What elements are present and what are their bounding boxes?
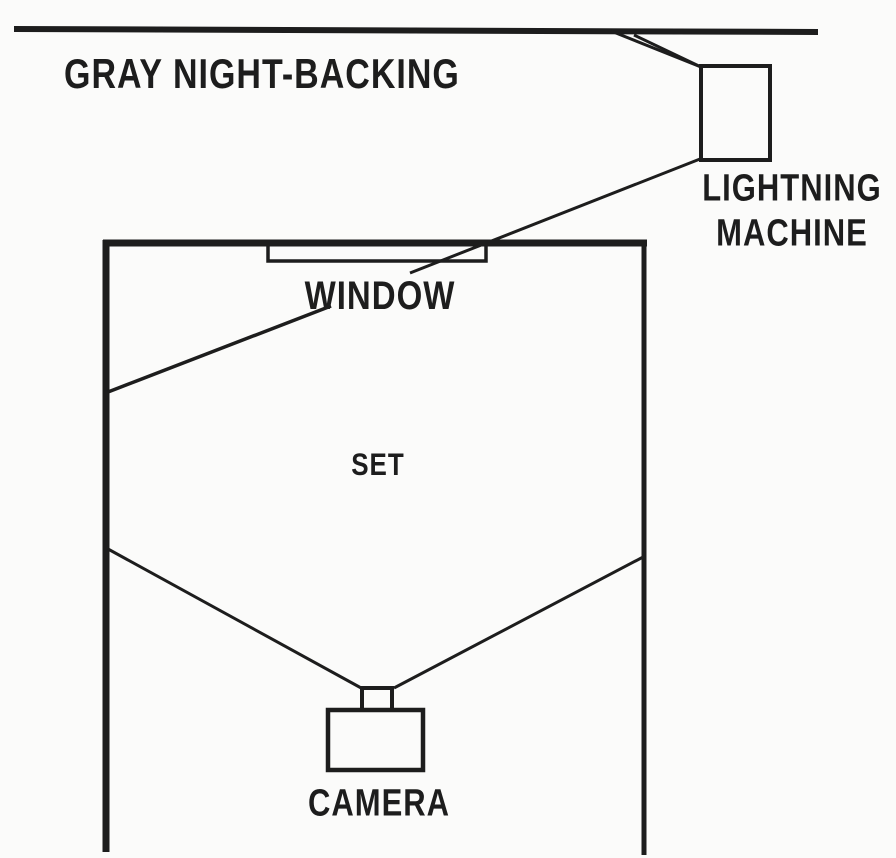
- lightning-machine-label: LIGHTNING MACHINE: [702, 165, 882, 255]
- camera-lens-box: [360, 686, 394, 712]
- window-recess: [266, 246, 488, 263]
- lightning-machine-label-line2: MACHINE: [716, 211, 868, 255]
- camera-sightline-left: [107, 547, 364, 691]
- lightning-machine-label-line1: LIGHTNING: [702, 166, 882, 209]
- night-backing-label: GRAY NIGHT-BACKING: [64, 51, 460, 98]
- camera-body-box: [325, 707, 426, 773]
- window-label: WINDOW: [304, 272, 456, 318]
- lightning-beam-to-backing-lower: [633, 33, 702, 69]
- camera-label: CAMERA: [307, 781, 451, 825]
- set-label: SET: [351, 445, 405, 483]
- camera-sightline-right: [393, 554, 646, 690]
- lightning-beam-to-window: [409, 157, 701, 275]
- night-backing-line: [13, 26, 819, 35]
- window-light-beam: [107, 304, 332, 394]
- lightning-machine-box: [699, 64, 772, 162]
